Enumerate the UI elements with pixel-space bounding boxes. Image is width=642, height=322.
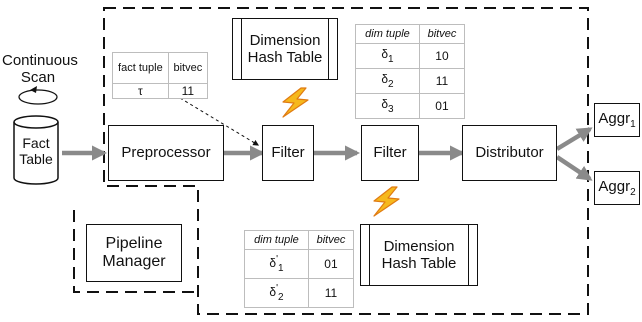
- bitvec-cell: 01: [307, 249, 355, 279]
- delta-symbol: δ: [381, 47, 389, 61]
- dim-tuple-table-top: dim tuple bitvec δ1 10 δ2 11 δ3 01: [355, 24, 466, 119]
- scan-label: Scan: [20, 69, 56, 87]
- arrow-distributor-to-aggr1: [555, 127, 593, 151]
- distributor-label: Distributor: [475, 144, 544, 162]
- pipeline-manager-line1: Pipeline: [105, 234, 163, 252]
- delta-subscript: 3: [388, 104, 394, 115]
- delta-symbol: δ: [381, 72, 389, 86]
- scan-loop-icon: [18, 86, 58, 105]
- bitvec-cell: 01: [418, 93, 466, 119]
- hash-table-divider-right: [328, 19, 329, 79]
- pipeline-manager-box: Pipeline Manager: [86, 224, 182, 282]
- fact-table-line1: Fact: [22, 135, 50, 151]
- prime-mark: ': [276, 283, 278, 294]
- table-row: δ'1 01: [244, 249, 355, 279]
- aggregator-box-2: Aggr2: [594, 171, 640, 205]
- aggr1-subscript: 1: [630, 118, 636, 130]
- delta-subscript: 2: [388, 79, 394, 90]
- dim-hash-bottom-line2: Hash Table: [381, 255, 457, 272]
- dim-hash-bottom-line1: Dimension: [383, 237, 455, 255]
- dim-tuple-header: dim tuple: [355, 24, 420, 44]
- fact-tuple-table: fact tuple bitvec τ 11: [112, 52, 209, 99]
- dim-hash-top-line1: Dimension: [249, 31, 321, 49]
- bitvec-header: bitvec: [418, 24, 466, 44]
- fact-table-cylinder: [13, 115, 59, 185]
- dim-hash-top-line2: Hash Table: [247, 49, 323, 66]
- dim-tuple-table-bottom: dim tuple bitvec δ'1 01 δ'2 11: [244, 230, 355, 308]
- hash-table-divider-left: [369, 225, 370, 285]
- preprocessor-box: Preprocessor: [108, 125, 224, 181]
- delta-subscript: 2: [278, 292, 284, 303]
- fact-bitvec-cell: 11: [167, 83, 209, 99]
- hash-table-divider-right: [468, 225, 469, 285]
- filter-label-1: Filter: [271, 144, 305, 162]
- aggr2-subscript: 2: [630, 186, 636, 198]
- bitvec-cell: 11: [307, 278, 355, 308]
- pipeline-manager-line2: Manager: [102, 253, 166, 270]
- aggr2-label: Aggr: [598, 177, 631, 195]
- aggr1-label: Aggr: [598, 109, 631, 127]
- table-row: δ3 01: [355, 93, 466, 119]
- pipeline-boundary: [103, 7, 589, 315]
- hash-table-divider-left: [241, 19, 242, 79]
- fact-tuple-header: fact tuple: [112, 52, 169, 84]
- filter-box-1: Filter: [262, 125, 314, 181]
- dimension-hash-table-top: Dimension Hash Table: [232, 18, 338, 80]
- delta-symbol: δ: [381, 97, 389, 111]
- arrow-distributor-to-aggr2: [555, 155, 593, 181]
- delta-symbol: δ: [269, 256, 277, 270]
- continuous-scan-label: Continuous Scan: [2, 52, 78, 87]
- delta-symbol: δ: [269, 285, 277, 299]
- fact-table-label: Fact Table: [14, 135, 58, 167]
- fact-table-line2: Table: [19, 151, 53, 168]
- table-row: δ2 11: [355, 68, 466, 94]
- table-row: δ'2 11: [244, 278, 355, 308]
- bitvec-header: bitvec: [167, 52, 209, 84]
- filter-label-2: Filter: [373, 144, 407, 162]
- lightning-icon-bottom: [373, 186, 400, 217]
- lightning-icon-top: [282, 87, 309, 118]
- bitvec-cell: 10: [418, 43, 466, 69]
- pipeline-manager-boundary: [73, 210, 198, 293]
- dim-tuple-header: dim tuple: [244, 230, 309, 250]
- bitvec-cell: 11: [418, 68, 466, 94]
- bitvec-header: bitvec: [307, 230, 355, 250]
- delta-subscript: 1: [278, 263, 284, 274]
- distributor-box: Distributor: [462, 125, 557, 181]
- dimension-hash-table-bottom: Dimension Hash Table: [360, 224, 478, 286]
- filter-box-2: Filter: [361, 125, 419, 181]
- preprocessor-label: Preprocessor: [121, 144, 211, 162]
- table-row: δ1 10: [355, 43, 466, 69]
- delta-subscript: 1: [388, 54, 394, 65]
- continuous-label: Continuous: [2, 52, 78, 69]
- aggregator-box-1: Aggr1: [594, 103, 640, 137]
- fact-tuple-cell: τ: [112, 83, 169, 99]
- prime-mark: ': [276, 254, 278, 265]
